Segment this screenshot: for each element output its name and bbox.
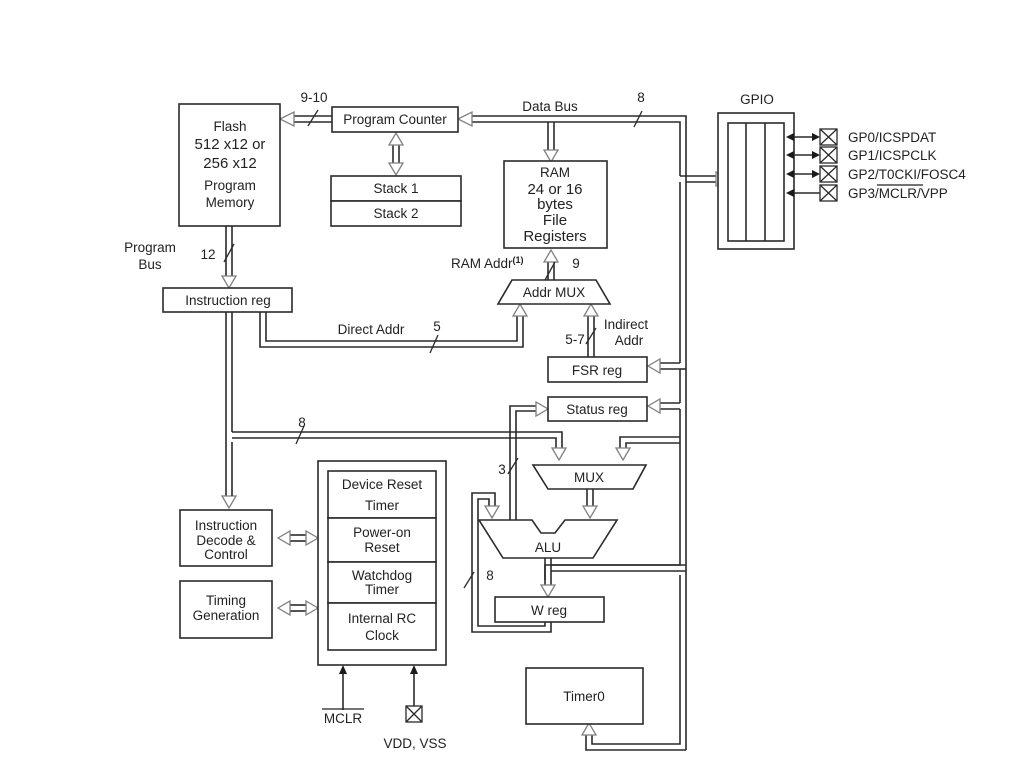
- svg-text:GPIO: GPIO: [740, 92, 774, 107]
- svg-text:Timing: Timing: [206, 593, 246, 608]
- vdd-vss-label: VDD, VSS: [383, 736, 446, 751]
- svg-text:FSR reg: FSR reg: [572, 363, 622, 378]
- svg-text:ALU: ALU: [535, 540, 561, 555]
- ireg-to-decode-arrow: [220, 495, 238, 510]
- status-reg-block: Status reg: [547, 396, 648, 422]
- alu-to-status-arrow: [535, 400, 550, 418]
- databus-to-ram-arrow: [542, 149, 560, 164]
- svg-text:Internal RC: Internal RC: [348, 611, 417, 626]
- svg-text:Power-on: Power-on: [353, 525, 411, 540]
- data-bus-label: Data Bus: [522, 99, 578, 114]
- svg-text:File: File: [543, 212, 567, 229]
- program-counter-block: Program Counter: [331, 106, 459, 133]
- indirect-addr-label-1: Indirect: [604, 317, 649, 332]
- program-bus-arrow: [220, 275, 238, 290]
- pin-gp2: GP2/T0CKI/FOSC4: [786, 165, 966, 183]
- timer0-block: Timer0: [525, 667, 644, 725]
- mclr-arrow: [339, 665, 347, 674]
- timing-generation-block: Timing Generation: [179, 580, 273, 639]
- svg-text:Watchdog: Watchdog: [352, 568, 412, 583]
- pin-gp1: GP1/ICSPCLK: [786, 146, 937, 164]
- databus-to-mux-arrow: [614, 447, 632, 462]
- stack-to-pc-arrow: [387, 131, 405, 146]
- svg-text:Reset: Reset: [364, 540, 400, 555]
- fsr-reg-block: FSR reg: [547, 356, 648, 383]
- w-reg-block: W reg: [494, 596, 605, 623]
- mux-block: MUX: [531, 464, 648, 490]
- svg-text:Device Reset: Device Reset: [342, 477, 423, 492]
- indirect-addr-label-2: Addr: [615, 333, 644, 348]
- svg-text:Instruction: Instruction: [195, 518, 257, 533]
- data-bus-width-label: 8: [637, 90, 645, 105]
- gpio-block: GPIO: [717, 92, 795, 250]
- ram-addr-label: RAM Addr(1): [451, 255, 524, 271]
- status-width-label: 3: [498, 462, 506, 477]
- svg-text:MUX: MUX: [574, 470, 604, 485]
- alu-block: ALU: [477, 519, 619, 559]
- direct-addr-label: Direct Addr: [338, 322, 405, 337]
- svg-text:Timer: Timer: [365, 582, 399, 597]
- pin-gp0: GP0/ICSPDAT: [786, 128, 936, 146]
- flash-block: Flash 512 x12 or 256 x12 Program Memory: [178, 103, 281, 227]
- vdd-arrow: [410, 665, 418, 674]
- pin-gp3: GP3/MCLR/VPP: [786, 184, 948, 202]
- direct-addr-width-label: 5: [433, 319, 441, 334]
- ram-addr-arrow: [542, 248, 560, 263]
- databus-to-pc-arrow: [456, 110, 473, 128]
- svg-text:GP0/ICSPDAT: GP0/ICSPDAT: [848, 130, 936, 145]
- literal-bus-width-label: 8: [298, 415, 306, 430]
- instruction-decode-block: Instruction Decode & Control: [179, 509, 273, 567]
- pc-to-stack-arrow: [387, 162, 405, 177]
- gpio-pins: GP0/ICSPDAT GP1/ICSPCLK GP2/T0CKI/FOSC4 …: [786, 128, 966, 202]
- svg-text:Stack 2: Stack 2: [373, 206, 418, 221]
- svg-text:Control: Control: [204, 547, 248, 562]
- svg-text:Program: Program: [204, 178, 256, 193]
- stack-block: Stack 1 Stack 2: [330, 175, 462, 227]
- addr-mux-block: Addr MUX: [496, 279, 612, 305]
- pc-to-flash-arrow: [278, 110, 295, 128]
- svg-text:24 or 16: 24 or 16: [527, 181, 582, 198]
- svg-text:Flash: Flash: [213, 119, 246, 134]
- literal-to-mux-arrow: [550, 447, 568, 462]
- reset-clock-block: Device Reset Timer Power-on Reset Watchd…: [317, 460, 447, 666]
- w-to-alu-arrow: [483, 505, 501, 520]
- pc-width-label: 9-10: [300, 90, 327, 105]
- databus-to-timer0-arrow: [580, 721, 598, 736]
- svg-text:Generation: Generation: [193, 608, 260, 623]
- svg-text:Clock: Clock: [365, 628, 399, 643]
- instruction-reg-block: Instruction reg: [162, 287, 293, 313]
- svg-text:Timer0: Timer0: [563, 689, 605, 704]
- ram-block: RAM 24 or 16 bytes File Registers: [503, 160, 608, 249]
- svg-text:bytes: bytes: [537, 196, 573, 213]
- svg-text:RAM: RAM: [540, 165, 570, 180]
- program-bus-width-label: 12: [200, 247, 215, 262]
- svg-text:Timer: Timer: [365, 498, 399, 513]
- svg-text:Stack 1: Stack 1: [373, 181, 418, 196]
- svg-text:Memory: Memory: [206, 195, 255, 210]
- databus-to-status-arrow: [646, 397, 661, 415]
- databus-to-fsr-arrow: [646, 357, 661, 375]
- w-loop-width-label: 8: [486, 568, 494, 583]
- indirect-addr-arrow: [582, 302, 600, 317]
- indirect-addr-width-label: 5-7: [565, 332, 585, 347]
- program-bus-label-1: Program: [124, 240, 176, 255]
- svg-text:Decode &: Decode &: [196, 533, 255, 548]
- alu-to-w-arrow: [539, 584, 557, 599]
- mux-to-alu-arrow: [581, 505, 599, 520]
- program-bus-label-2: Bus: [138, 257, 162, 272]
- svg-text:Addr MUX: Addr MUX: [523, 285, 585, 300]
- svg-text:GP3/MCLR/VPP: GP3/MCLR/VPP: [848, 186, 948, 201]
- svg-text:W reg: W reg: [531, 603, 567, 618]
- svg-text:Status reg: Status reg: [566, 402, 628, 417]
- svg-text:512 x12 or: 512 x12 or: [195, 136, 266, 153]
- mclr-label: MCLR: [324, 711, 363, 726]
- svg-text:GP2/T0CKI/FOSC4: GP2/T0CKI/FOSC4: [848, 167, 966, 182]
- svg-text:Registers: Registers: [523, 228, 586, 245]
- svg-text:GP1/ICSPCLK: GP1/ICSPCLK: [848, 148, 937, 163]
- svg-text:Instruction reg: Instruction reg: [185, 293, 271, 308]
- svg-text:256 x12: 256 x12: [203, 155, 256, 172]
- direct-addr-arrow: [511, 302, 529, 317]
- ram-addr-width-label: 9: [572, 256, 580, 271]
- svg-text:Program Counter: Program Counter: [343, 112, 447, 127]
